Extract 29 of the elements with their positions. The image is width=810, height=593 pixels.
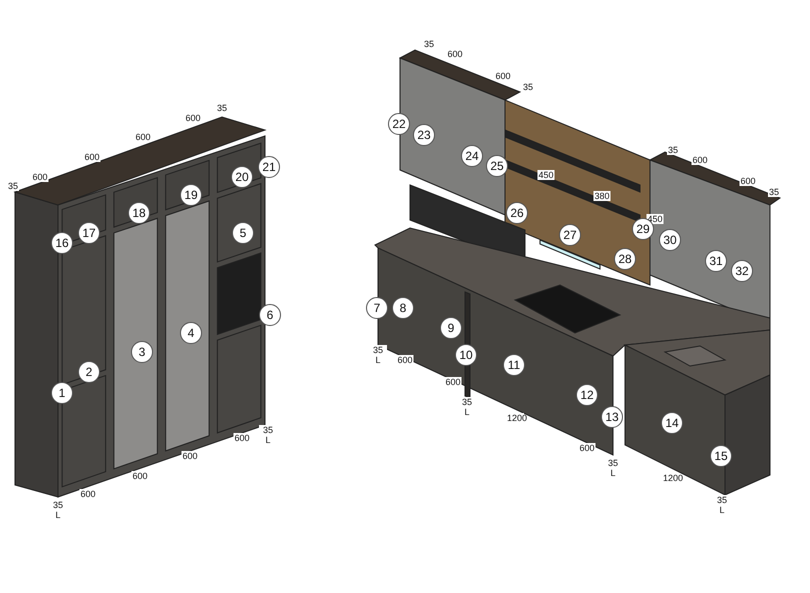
- callout-number: 21: [258, 156, 280, 178]
- dimension-label: 600: [494, 71, 512, 81]
- dimension-label: 600: [184, 113, 202, 123]
- dimension-label: 600: [739, 176, 757, 186]
- dimension-label: 35: [768, 187, 780, 197]
- dimension-label: 35: [423, 39, 435, 49]
- dimension-label: 450: [646, 214, 664, 224]
- dimension-label: 600: [83, 152, 101, 162]
- callout-number: 22: [388, 113, 410, 135]
- dimension-label: 380: [593, 191, 611, 201]
- dimension-label: 600: [79, 489, 97, 499]
- callout-number: 6: [259, 304, 281, 326]
- dimension-label: 600: [134, 132, 152, 142]
- dimension-label: 600: [181, 451, 199, 461]
- dimension-label: 600: [396, 355, 414, 365]
- dimension-label: 600: [691, 155, 709, 165]
- dimension-label: 600: [131, 471, 149, 481]
- dimension-label: 35: [216, 103, 228, 113]
- dimension-label: 600: [233, 433, 251, 443]
- dimension-label: 35: [667, 145, 679, 155]
- dimension-label: 35: [522, 82, 534, 92]
- callout-number: 13: [601, 406, 623, 428]
- dimension-label: 450: [537, 170, 555, 180]
- dimension-label: 35: [7, 181, 19, 191]
- dimension-label: 600: [444, 377, 462, 387]
- callout-number: 7: [366, 297, 388, 319]
- dimension-label: 600: [446, 49, 464, 59]
- dimension-label: 600: [578, 443, 596, 453]
- dimension-label: 600: [31, 172, 49, 182]
